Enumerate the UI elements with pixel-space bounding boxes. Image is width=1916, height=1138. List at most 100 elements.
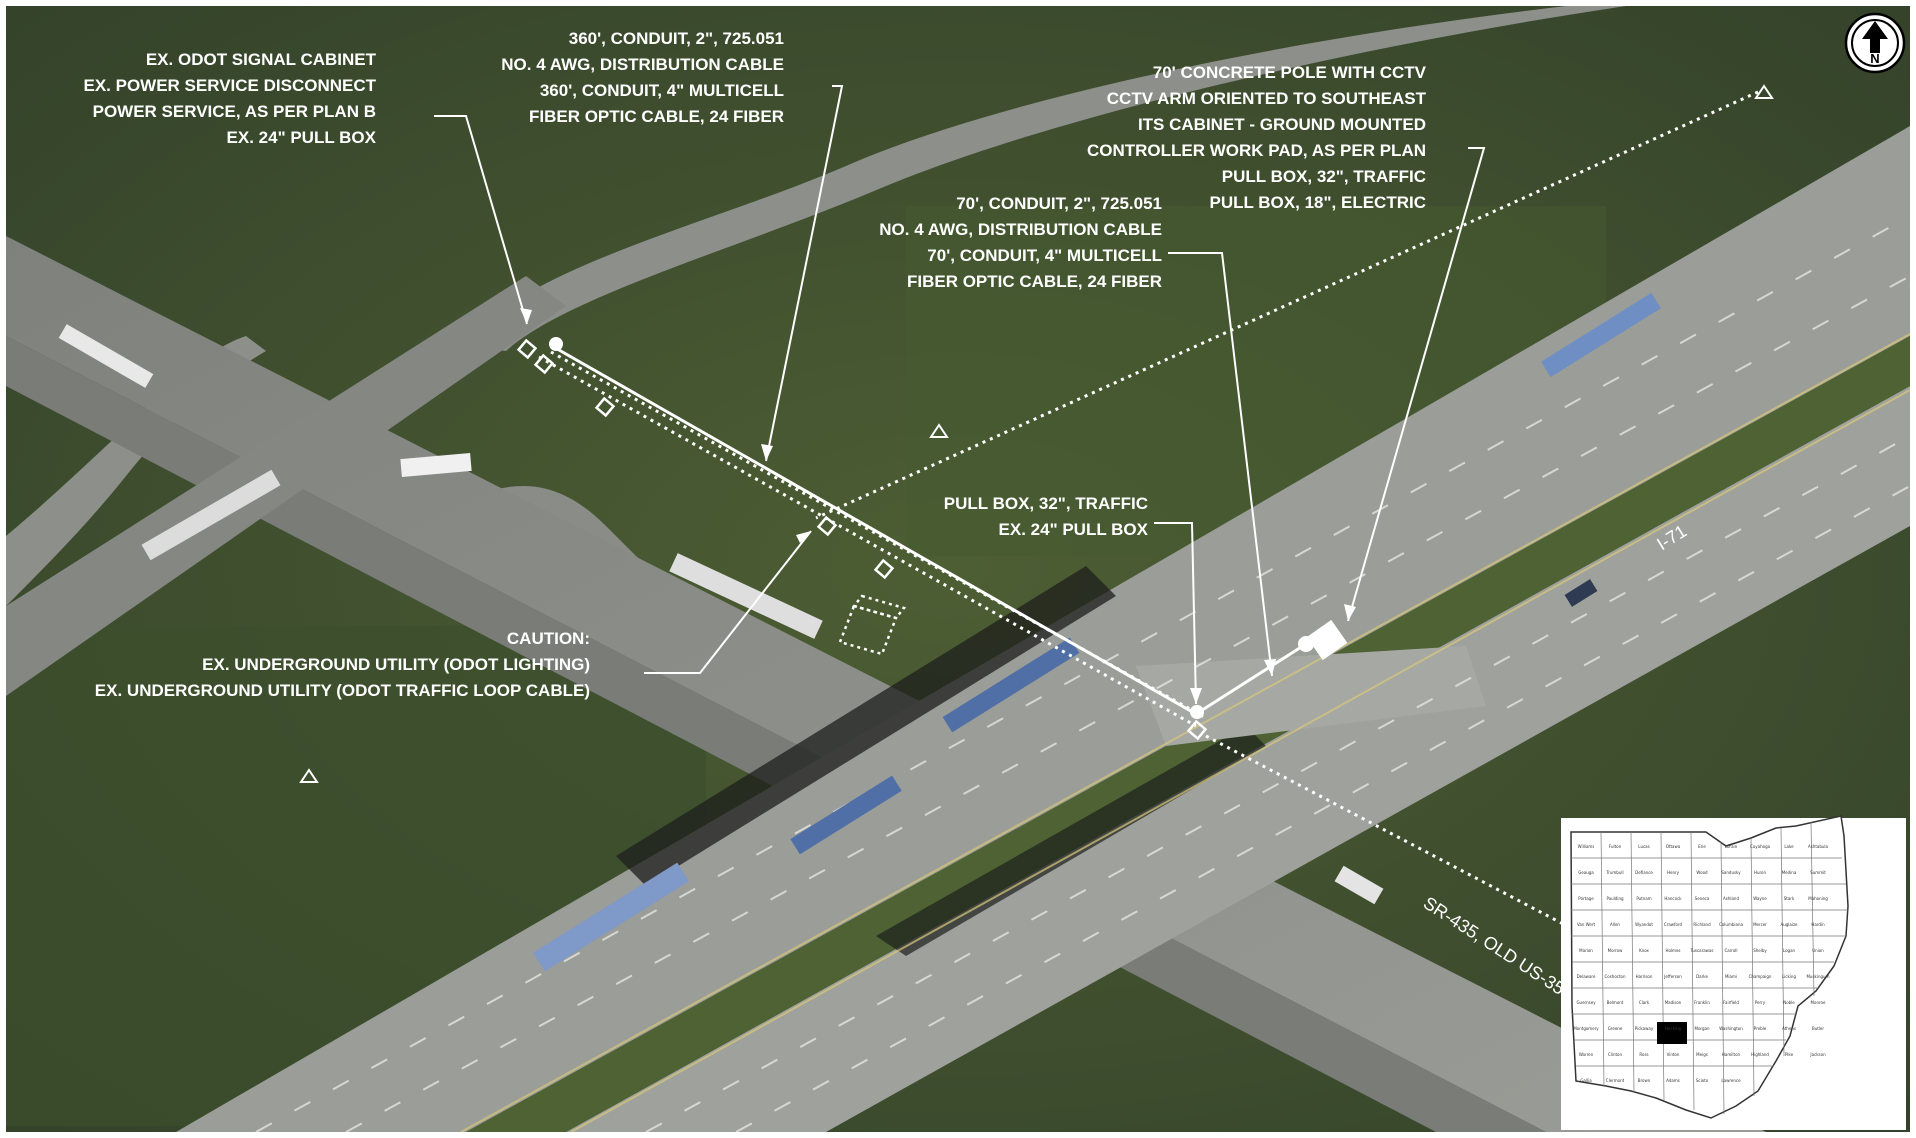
county-label: Seneca — [1695, 896, 1710, 901]
callout-line: FIBER OPTIC CABLE, 24 FIBER — [907, 272, 1162, 291]
county-label: Medina — [1782, 870, 1797, 875]
county-label: Preble — [1754, 1026, 1767, 1031]
callout-line: PULL BOX, 32", TRAFFIC — [944, 494, 1148, 513]
vehicles — [58, 292, 1661, 972]
county-label: Hancock — [1664, 896, 1682, 901]
callout-pullbox: PULL BOX, 32", TRAFFIC EX. 24" PULL BOX — [944, 494, 1149, 539]
county-label: Mahoning — [1808, 896, 1828, 901]
county-label: Pickaway — [1635, 1026, 1654, 1031]
county-label: Erie — [1698, 844, 1706, 849]
county-label: Logan — [1783, 948, 1796, 953]
county-label: Vinton — [1667, 1052, 1680, 1057]
bridge-shadow — [876, 726, 1266, 956]
county-label: Pike — [1785, 1052, 1794, 1057]
highlighted-county — [1657, 1022, 1687, 1044]
county-label: Defiance — [1635, 870, 1653, 875]
county-label: Morgan — [1695, 1026, 1710, 1031]
arrowhead — [1344, 604, 1356, 621]
county-label: Franklin — [1694, 1000, 1710, 1005]
callout-line: NO. 4 AWG, DISTRIBUTION CABLE — [501, 55, 784, 74]
arrowhead — [520, 308, 532, 324]
callout-line: POWER SERVICE, AS PER PLAN B — [93, 102, 376, 121]
county-label: Fairfield — [1723, 1000, 1739, 1005]
county-label: Miami — [1725, 974, 1737, 979]
existing-loop-boxes — [838, 594, 907, 656]
callout-caution: CAUTION: EX. UNDERGROUND UTILITY (ODOT L… — [95, 629, 590, 700]
callout-line: EX. 24" PULL BOX — [999, 520, 1149, 539]
county-label: Shelby — [1753, 948, 1767, 953]
county-label: Greene — [1608, 1026, 1623, 1031]
callout-line: EX. UNDERGROUND UTILITY (ODOT TRAFFIC LO… — [95, 681, 590, 700]
county-label: Lawrence — [1721, 1078, 1741, 1083]
callout-line: ITS CABINET - GROUND MOUNTED — [1138, 115, 1426, 134]
arrowhead — [796, 531, 811, 543]
callout-line: CAUTION: — [507, 629, 590, 648]
county-label: Meigs — [1696, 1052, 1708, 1057]
county-label: Lorain — [1725, 844, 1738, 849]
county-label: Tuscarawas — [1689, 948, 1713, 953]
arrowhead — [1264, 659, 1276, 676]
county-label: Ross — [1639, 1052, 1648, 1057]
county-label: Brown — [1638, 1078, 1651, 1083]
county-label: Clermont — [1606, 1078, 1625, 1083]
pull-box-node — [1190, 705, 1204, 719]
county-label: Auglaize — [1780, 922, 1798, 927]
county-label: Jackson — [1809, 1052, 1826, 1057]
county-label: Union — [1812, 948, 1824, 953]
callout-line: 360', CONDUIT, 4" MULTICELL — [540, 81, 784, 100]
county-label: Washington — [1719, 1026, 1743, 1031]
county-label: Van Wert — [1577, 922, 1596, 927]
county-label: Cuyahoga — [1750, 844, 1771, 849]
county-label: Warren — [1579, 1052, 1594, 1057]
county-label: Belmont — [1607, 1000, 1624, 1005]
county-label: Geauga — [1578, 870, 1594, 875]
callout-line: EX. POWER SERVICE DISCONNECT — [83, 76, 376, 95]
pull-box-symbols — [516, 338, 1208, 741]
county-label: Morrow — [1608, 948, 1623, 953]
county-label: Darke — [1696, 974, 1708, 979]
county-label: Guernsey — [1576, 1000, 1596, 1005]
cross-road — [6, 276, 566, 696]
callout-line: PULL BOX, 32", TRAFFIC — [1222, 167, 1426, 186]
county-label: Fulton — [1609, 844, 1622, 849]
county-label: Adams — [1666, 1078, 1680, 1083]
callout-line: 360', CONDUIT, 2", 725.051 — [569, 29, 784, 48]
county-label: Butler — [1812, 1026, 1824, 1031]
callout-cabinet: EX. ODOT SIGNAL CABINET EX. POWER SERVIC… — [83, 50, 376, 147]
county-label: Wood — [1696, 870, 1708, 875]
callout-line: PULL BOX, 18", ELECTRIC — [1209, 193, 1426, 212]
callout-line: 70', CONDUIT, 2", 725.051 — [956, 194, 1162, 213]
county-label: Lucas — [1638, 844, 1649, 849]
county-label: Gallia — [1580, 1078, 1592, 1083]
county-label: Clinton — [1608, 1052, 1623, 1057]
county-label: Allen — [1610, 922, 1620, 927]
callout-line: FIBER OPTIC CABLE, 24 FIBER — [529, 107, 784, 126]
county-label: Montgomery — [1573, 1026, 1599, 1031]
county-label: Wayne — [1753, 896, 1767, 901]
county-label: Noble — [1783, 1000, 1795, 1005]
leader-lines — [434, 85, 1486, 705]
county-label: Huron — [1754, 870, 1767, 875]
county-label: Williams — [1578, 844, 1595, 849]
county-label: Ashland — [1723, 896, 1739, 901]
county-label: Carroll — [1724, 948, 1737, 953]
aerial-site-map: EX. ODOT SIGNAL CABINET EX. POWER SERVIC… — [6, 6, 1910, 1132]
callout-line: 70', CONDUIT, 4" MULTICELL — [927, 246, 1162, 265]
callout-line: EX. 24" PULL BOX — [227, 128, 377, 147]
callout-line: CCTV ARM ORIENTED TO SOUTHEAST — [1107, 89, 1427, 108]
county-label: Athens — [1782, 1026, 1796, 1031]
bridge-shadow — [616, 566, 1116, 886]
county-label: Hamilton — [1722, 1052, 1741, 1057]
county-label: Paulding — [1606, 896, 1624, 901]
county-label: Putnam — [1636, 896, 1651, 901]
light-pole-symbols — [299, 84, 1774, 783]
county-label: Monroe — [1811, 1000, 1826, 1005]
county-label: Sandusky — [1721, 870, 1741, 875]
county-label: Harrison — [1636, 974, 1653, 979]
county-label: Madison — [1665, 1000, 1682, 1005]
county-label: Coshocton — [1604, 974, 1626, 979]
county-label: Ashtabula — [1808, 844, 1829, 849]
signal-cabinet-symbol — [549, 337, 563, 351]
county-label: Marion — [1579, 948, 1593, 953]
